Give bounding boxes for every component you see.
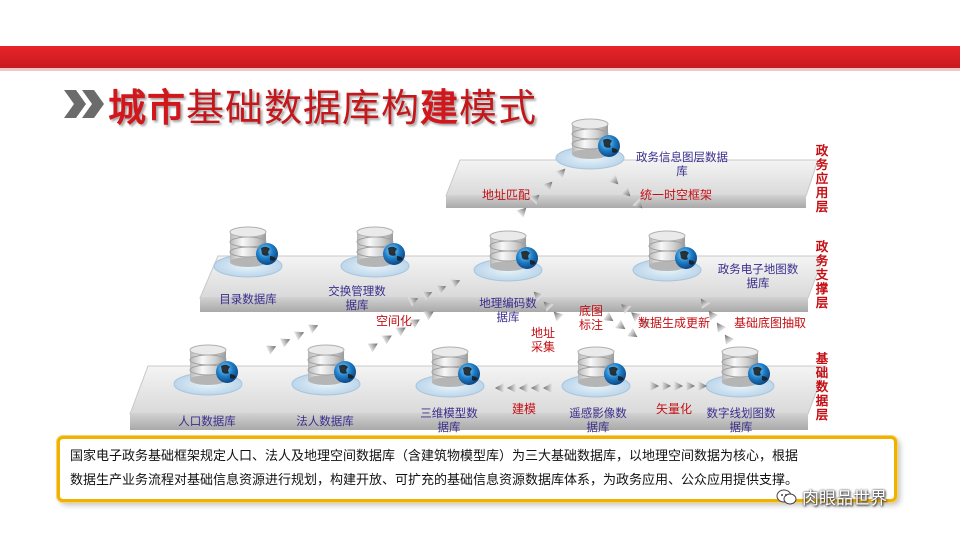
- label-directory: 目录数据库: [219, 292, 277, 306]
- title-block: 城市基础数据库构建模式: [62, 76, 537, 132]
- double-chevron-icon: [64, 90, 104, 118]
- flow-vectorize: 矢量化: [656, 402, 693, 416]
- label-remote-sensing: 遥感影像数据库: [569, 406, 627, 434]
- watermark-text: 肉眼品世界: [802, 489, 887, 509]
- label-model-3d: 三维模型数据库: [420, 406, 478, 434]
- label-legal-person: 法人数据库: [296, 414, 354, 428]
- banner-shadow: [0, 68, 960, 71]
- flow-spatialize: 空间化: [376, 314, 413, 328]
- caption-box: 国家电子政务基础框架规定人口、法人及地理空间数据库（含建筑物模型库）为三大基础数…: [57, 436, 897, 502]
- tier-label-top: 政务应用层: [815, 143, 829, 214]
- tier-label-middle: 政务支撑层: [815, 239, 829, 310]
- flow-unified-space: 统一时空框架: [640, 188, 713, 202]
- title-part-4: 模式: [459, 85, 538, 130]
- flow-address-collect: 地址采集: [530, 326, 555, 354]
- label-geocode: 地理编码数据库: [479, 296, 537, 324]
- label-digital-line: 数字线划图数据库: [706, 406, 776, 434]
- title-part-1: 城市: [108, 85, 187, 130]
- label-exchange: 交换管理数据库: [328, 284, 386, 312]
- db-exchange: [340, 226, 410, 278]
- title-part-3: 建: [420, 85, 460, 130]
- flow-modeling: 建模: [512, 402, 537, 416]
- title-part-2: 基础数据库构: [186, 85, 421, 130]
- label-population: 人口数据库: [178, 414, 236, 428]
- db-directory: [213, 226, 283, 278]
- label-gov-emap: 政务电子地图数据库: [717, 262, 799, 290]
- page-title: 城市基础数据库构建模式: [108, 77, 537, 132]
- caption-line-1: 国家电子政务基础框架规定人口、法人及地理空间数据库（含建筑物模型库）为三大基础数…: [70, 449, 799, 464]
- top-red-banner: [0, 46, 960, 68]
- wechat-icon: [776, 489, 797, 504]
- db-gov-map-layer: [555, 118, 625, 170]
- caption-line-2: 数据生产业务流程对基础信息资源进行规划，构建开放、可扩充的基础信息资源数据库体系…: [70, 473, 799, 488]
- flow-address-match: 地址匹配: [482, 188, 531, 202]
- tier-label-bottom: 基础数据层: [815, 351, 829, 422]
- watermark: 肉眼品世界: [776, 484, 887, 509]
- flow-base-extract: 基础底图抽取: [734, 316, 807, 330]
- flow-data-update: 数据生成更新: [638, 316, 711, 330]
- label-gov-map-layer: 政务信息图层数据库: [636, 150, 728, 178]
- flow-base-label: 底图标注: [578, 304, 603, 332]
